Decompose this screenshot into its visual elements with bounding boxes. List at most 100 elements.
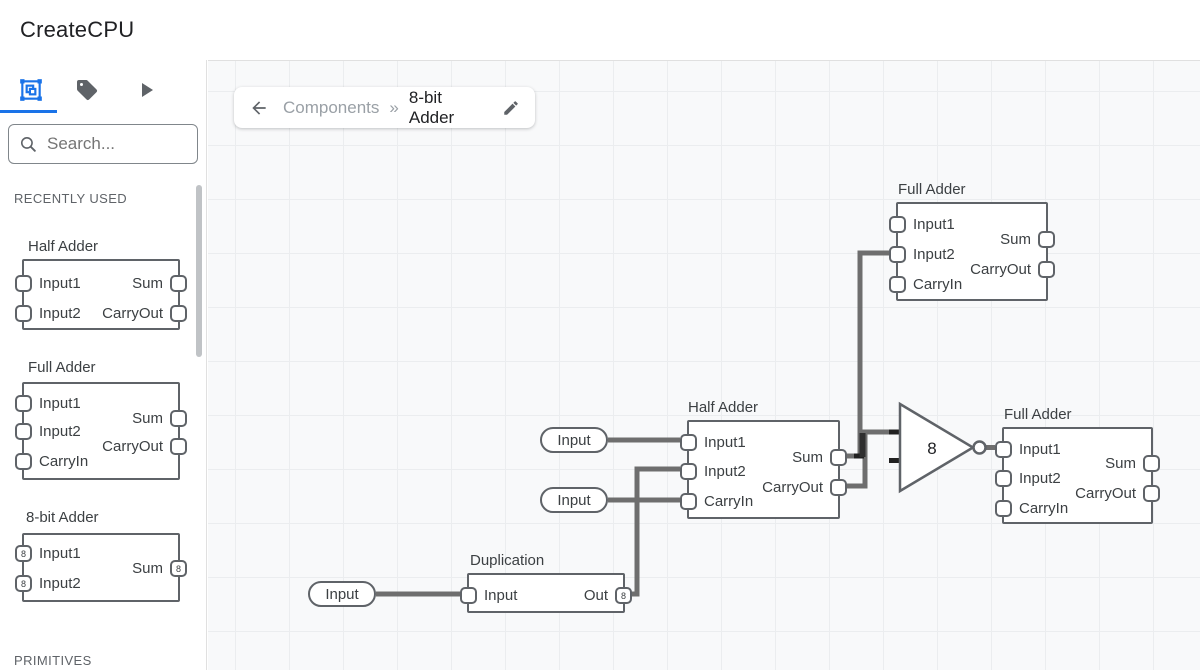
search-input[interactable] xyxy=(47,134,187,154)
wire-layer: 8 xyxy=(376,250,995,597)
node-title: Duplication xyxy=(470,552,545,569)
port-sum[interactable] xyxy=(170,275,187,292)
node-duplication[interactable]: 8 Input Out xyxy=(460,573,632,613)
node-full-adder-right[interactable]: Input1 Input2 CarryIn Sum CarryOut xyxy=(995,427,1160,524)
input-pin-3[interactable]: Input xyxy=(308,581,376,607)
frame-select-icon xyxy=(20,79,42,101)
buffer-output-bubble[interactable] xyxy=(972,440,987,455)
wire-dupout-input2[interactable] xyxy=(625,466,680,597)
tab-components[interactable] xyxy=(17,76,45,104)
wire-carryout-buffer[interactable] xyxy=(846,429,900,489)
sidebar: RECENTLY USED Half Adder Input1 Input2 S… xyxy=(0,60,207,670)
buffer-bit-label: 8 xyxy=(927,439,936,458)
port-carryin[interactable] xyxy=(680,493,697,510)
app-header: CreateCPU xyxy=(0,0,1200,60)
search-box[interactable] xyxy=(8,124,198,164)
port-input2[interactable] xyxy=(889,246,906,263)
port-input1[interactable] xyxy=(889,216,906,233)
port-label: Input1 xyxy=(39,275,81,292)
port-label: Input2 xyxy=(704,463,746,480)
port-input2[interactable]: 8 xyxy=(15,575,32,592)
port-label: CarryOut xyxy=(762,479,823,496)
port-input2[interactable] xyxy=(680,463,697,480)
pencil-icon xyxy=(504,100,518,115)
port-carryout[interactable] xyxy=(1038,261,1055,278)
bus-buffer[interactable]: 8 xyxy=(898,401,987,494)
arrow-left-icon xyxy=(252,100,266,115)
card-title: Half Adder xyxy=(28,238,99,255)
port-label: Input2 xyxy=(1019,470,1061,487)
card-title: Full Adder xyxy=(28,359,96,376)
breadcrumb-parent[interactable]: Components xyxy=(283,97,380,117)
port-carryout[interactable] xyxy=(830,479,847,496)
port-input1[interactable] xyxy=(680,434,697,451)
port-carryout[interactable] xyxy=(170,305,187,322)
node-title: Full Adder xyxy=(898,181,966,198)
buffer-triangle-icon[interactable] xyxy=(898,401,976,494)
port-sum[interactable] xyxy=(1038,231,1055,248)
port-input2[interactable] xyxy=(995,470,1012,487)
port-input2[interactable] xyxy=(15,305,32,322)
active-tab-underline xyxy=(0,110,57,113)
port-label: Input1 xyxy=(39,395,81,412)
port-carryout[interactable] xyxy=(170,438,187,455)
port-input[interactable] xyxy=(460,587,477,604)
port-sum[interactable]: 8 xyxy=(170,560,187,577)
breadcrumb-separator: » xyxy=(389,97,399,117)
port-label: Input1 xyxy=(39,545,81,562)
port-label: Sum xyxy=(132,410,163,427)
bit-width-badge: 8 xyxy=(620,590,626,601)
port-sum[interactable] xyxy=(170,410,187,427)
back-button[interactable] xyxy=(249,98,269,118)
port-input1[interactable] xyxy=(995,441,1012,458)
port-label: Sum xyxy=(1105,455,1136,472)
port-sum[interactable] xyxy=(830,449,847,466)
port-input2[interactable] xyxy=(15,423,32,440)
node-half-adder[interactable]: Input1 Input2 CarryIn Sum CarryOut xyxy=(680,420,847,519)
port-carryin[interactable] xyxy=(889,276,906,293)
search-icon xyxy=(20,136,36,152)
port-label: CarryOut xyxy=(102,305,163,322)
port-out[interactable]: 8 xyxy=(615,587,632,604)
breadcrumb: Components » 8-bit Adder xyxy=(234,87,535,128)
port-carryout[interactable] xyxy=(1143,485,1160,502)
bit-width-badge: 8 xyxy=(20,548,26,559)
port-input1[interactable] xyxy=(15,275,32,292)
editor-canvas[interactable]: 8 Components » 8-bit Adder Full Adder In… xyxy=(208,60,1200,670)
play-icon xyxy=(142,83,153,97)
port-label: CarryOut xyxy=(970,261,1031,278)
tab-run[interactable] xyxy=(132,76,160,104)
card-8bit-adder[interactable]: 8 8 8 Input1 Input2 Sum xyxy=(15,533,187,602)
rename-button[interactable] xyxy=(502,99,520,117)
node-full-adder-top[interactable]: Input1 Input2 CarryIn Sum CarryOut xyxy=(889,202,1055,301)
port-label: Input xyxy=(484,587,518,604)
port-label: Input1 xyxy=(704,434,746,451)
input-pin-2[interactable]: Input xyxy=(540,487,608,513)
port-label: Sum xyxy=(1000,231,1031,248)
bit-width-badge: 8 xyxy=(175,563,181,574)
tag-icon xyxy=(77,80,98,100)
wire-sum-fatop[interactable] xyxy=(846,250,889,459)
port-input1[interactable] xyxy=(15,395,32,412)
port-carryin[interactable] xyxy=(995,500,1012,517)
card-full-adder[interactable]: Input1 Input2 CarryIn Sum CarryOut xyxy=(15,382,187,480)
sidebar-scrollbar[interactable] xyxy=(196,185,202,357)
input-pin-1[interactable]: Input xyxy=(540,427,608,453)
port-label: CarryIn xyxy=(913,276,963,293)
port-label: Sum xyxy=(792,449,823,466)
section-primitives: PRIMITIVES xyxy=(14,653,92,668)
card-title: 8-bit Adder xyxy=(26,509,99,526)
port-input1[interactable]: 8 xyxy=(15,545,32,562)
tab-tags[interactable] xyxy=(73,76,101,104)
port-label: Input2 xyxy=(39,423,81,440)
node-title: Full Adder xyxy=(1004,406,1072,423)
port-sum[interactable] xyxy=(1143,455,1160,472)
port-label: CarryIn xyxy=(704,493,754,510)
section-recently-used: RECENTLY USED xyxy=(14,191,128,206)
port-carryin[interactable] xyxy=(15,453,32,470)
node-title: Half Adder xyxy=(688,399,759,416)
port-label: Sum xyxy=(132,560,163,577)
card-half-adder[interactable]: Input1 Input2 Sum CarryOut xyxy=(15,259,187,330)
bit-width-badge: 8 xyxy=(20,578,26,589)
port-label: Input1 xyxy=(1019,441,1061,458)
